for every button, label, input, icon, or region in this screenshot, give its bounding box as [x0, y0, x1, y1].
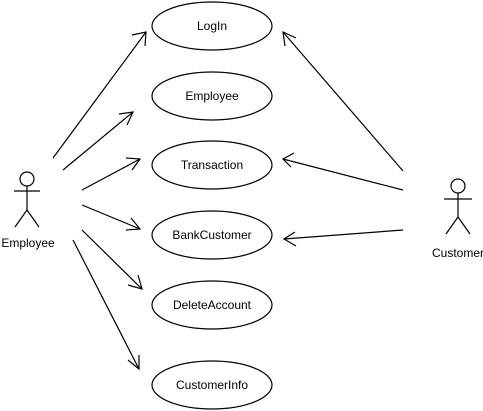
use-case-customer-info[interactable]: CustomerInfo [151, 360, 273, 410]
arrow-employee-to-employee [62, 111, 135, 171]
actor-employee-right-leg [26, 209, 40, 228]
use-case-bank-customer[interactable]: BankCustomer [151, 210, 273, 260]
use-case-employee-label: Employee [185, 89, 239, 103]
use-case-delete-account[interactable]: DeleteAccount [151, 280, 273, 330]
arrow-employee-to-delete-account [81, 229, 143, 290]
actor-customer-right-leg [457, 216, 471, 235]
actor-employee-left-leg [14, 209, 28, 228]
arrow-employee-to-customer-info [72, 239, 140, 371]
use-case-bank-customer-label: BankCustomer [172, 228, 251, 242]
use-case-employee[interactable]: Employee [151, 71, 273, 121]
arrow-employee-to-bank-customer [81, 204, 142, 231]
use-case-login[interactable]: LogIn [151, 1, 273, 51]
arrow-employee-to-login [52, 31, 147, 159]
actor-employee-head [19, 171, 35, 187]
actor-customer-left-leg [445, 216, 459, 235]
actor-customer[interactable] [444, 178, 472, 235]
arrow-customer-to-login [282, 30, 404, 172]
use-case-delete-account-label: DeleteAccount [173, 298, 252, 312]
arrow-customer-to-transaction [282, 152, 404, 191]
arrow-customer-to-bank-customer [282, 229, 404, 247]
use-case-login-label: LogIn [197, 19, 227, 33]
arrow-employee-to-transaction [81, 157, 142, 191]
actor-employee-label: Employee [1, 236, 55, 250]
use-case-transaction-label: Transaction [181, 158, 243, 172]
actor-employee[interactable] [14, 171, 40, 228]
actor-customer-label: Customer [432, 246, 483, 260]
use-case-customer-info-label: CustomerInfo [176, 378, 248, 392]
actor-customer-head [450, 178, 466, 194]
use-case-transaction[interactable]: Transaction [151, 140, 273, 190]
